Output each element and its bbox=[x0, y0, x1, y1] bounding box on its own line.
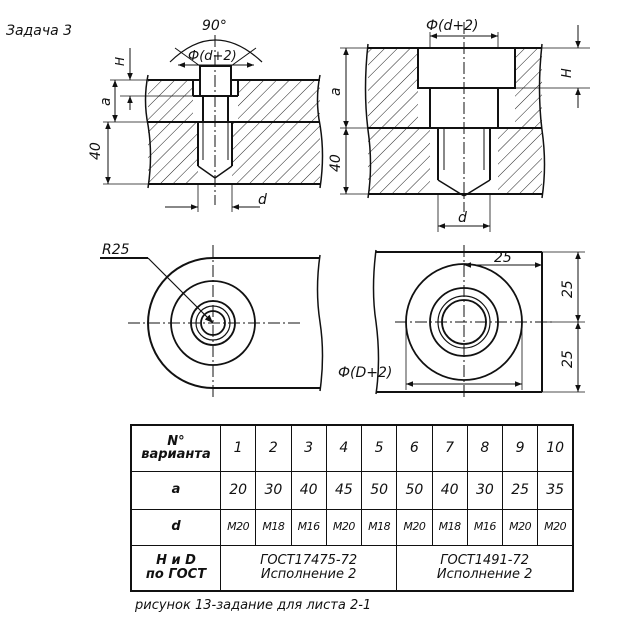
a-value-cell: 30 bbox=[255, 470, 292, 510]
d-label-cell: d bbox=[130, 508, 221, 546]
a-value-cell: 50 bbox=[396, 470, 433, 510]
angle-label: 90° bbox=[202, 18, 227, 34]
variant-number-cell: 4 bbox=[325, 424, 363, 472]
dim-40-right: 40 bbox=[328, 154, 344, 172]
variant-header-cell: N°варианта bbox=[130, 424, 221, 472]
counterbore-diameter-right: Ф(d+2) bbox=[426, 18, 479, 34]
variant-number-cell: 5 bbox=[360, 424, 398, 472]
right-top-view bbox=[372, 245, 585, 400]
a-value-cell: 30 bbox=[466, 470, 504, 510]
d-value-cell: M20 bbox=[396, 508, 433, 546]
variant-header-cell-line: N° bbox=[167, 433, 185, 449]
variant-number-cell: 9 bbox=[501, 424, 539, 472]
left-section-view bbox=[103, 35, 324, 212]
variant-number-cell: 7 bbox=[431, 424, 468, 472]
variant-number-cell: 6 bbox=[396, 424, 433, 472]
dim-h-right: H bbox=[560, 68, 575, 78]
dim-a-right: a bbox=[328, 87, 344, 96]
dim-25-top: 25 bbox=[494, 250, 512, 266]
d-value-cell: M18 bbox=[431, 508, 468, 546]
left-top-view bbox=[100, 245, 324, 398]
dim-25-lower: 25 bbox=[560, 350, 576, 368]
dim-d-left: d bbox=[258, 192, 267, 208]
a-value-cell: 40 bbox=[290, 470, 327, 510]
d-value-cell: M20 bbox=[537, 508, 574, 546]
a-value-cell: 20 bbox=[219, 470, 257, 510]
a-value-cell: 40 bbox=[431, 470, 468, 510]
variant-number-cell: 2 bbox=[255, 424, 292, 472]
std-label-cell-line: H и D bbox=[156, 553, 196, 569]
variant-header-cell-line: варианта bbox=[141, 447, 211, 463]
a-value-cell: 35 bbox=[537, 470, 574, 510]
dim-40-left: 40 bbox=[88, 142, 104, 160]
a-value-cell: 25 bbox=[501, 470, 539, 510]
dim-25-upper: 25 bbox=[560, 280, 576, 298]
d-value-cell: M16 bbox=[290, 508, 327, 546]
right-section-view bbox=[340, 22, 590, 232]
radius-label: R25 bbox=[102, 242, 130, 258]
std-right-cell-line: ГОСТ1491-72 bbox=[440, 553, 530, 569]
dim-a-left: a bbox=[98, 97, 114, 106]
std-left-cell-line: ГОСТ17475-72 bbox=[260, 553, 358, 569]
dim-h-left: H bbox=[113, 57, 127, 66]
variant-number-cell: 1 bbox=[219, 424, 257, 472]
std-left-cell-line: Исполнение 2 bbox=[260, 566, 357, 582]
technical-drawing: Задача 3 bbox=[6, 18, 590, 400]
diameter-D2-label: Ф(D+2) bbox=[338, 365, 392, 381]
dim-d-right: d bbox=[458, 210, 467, 226]
task-title: Задача 3 bbox=[6, 23, 72, 39]
variant-number-cell: 3 bbox=[290, 424, 327, 472]
a-value-cell: 45 bbox=[325, 470, 363, 510]
d-value-cell: M18 bbox=[255, 508, 292, 546]
std-label-cell-line: по ГОСТ bbox=[145, 566, 207, 582]
d-value-cell: M18 bbox=[360, 508, 398, 546]
counterbore-diameter-left: Ф(d+2) bbox=[188, 49, 237, 64]
variant-number-cell: 8 bbox=[466, 424, 504, 472]
figure-caption: рисунок 13-задание для листа 2-1 bbox=[135, 598, 372, 613]
d-value-cell: M20 bbox=[325, 508, 363, 546]
variant-number-cell: 10 bbox=[537, 424, 574, 472]
std-right-cell-line: Исполнение 2 bbox=[436, 566, 533, 582]
d-value-cell: M20 bbox=[501, 508, 539, 546]
a-value-cell: 50 bbox=[360, 470, 398, 510]
a-label-cell: a bbox=[130, 470, 221, 510]
d-value-cell: M20 bbox=[219, 508, 257, 546]
d-value-cell: M16 bbox=[466, 508, 504, 546]
